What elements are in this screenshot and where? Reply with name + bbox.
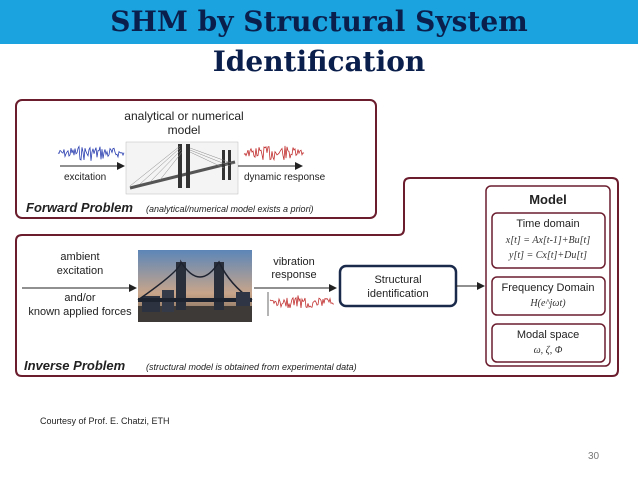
model-box [485,185,611,367]
modal-equation: ω, ζ, Φ [534,345,563,356]
structural-identification-box [338,264,458,308]
andor-label-line1: and/or [64,292,96,304]
time-equation-2: y[t] = Cx[t]+Du[t] [508,250,587,261]
modal-space-label: Modal space [517,329,579,341]
time-domain-label: Time domain [516,218,579,230]
model-label-line2: model [168,123,201,137]
forward-problem-note: (analytical/numerical model exists a pri… [146,204,314,214]
ambient-label-line2: excitation [57,265,103,277]
page-number: 30 [588,451,600,462]
vibration-label-line2: response [271,269,316,281]
forward-problem-box [15,99,377,219]
time-domain-box [491,212,606,269]
andor-label-line2: known applied forces [28,306,132,318]
vibration-label-line1: vibration [273,256,315,268]
dynamic-response-signal [243,145,305,162]
inverse-problem-box [15,177,619,377]
waveform-trace [57,145,125,161]
vibration-response-signal [269,295,334,309]
frequency-domain-box [491,276,606,316]
excitation-signal [57,145,125,161]
slide-title: SHM by Structural System Identification [110,5,528,78]
time-equation-1: x[t] = Ax[t-1]+Bu[t] [505,235,591,246]
structural-identification-line2: identification [367,288,428,300]
model-label-line1: analytical or numerical [124,109,243,123]
forward-problem-title: Forward Problem [26,200,133,215]
title-bar [0,0,638,44]
structural-identification-line1: Structural [374,274,421,286]
courtesy-note: Courtesy of Prof. E. Chatzi, ETH [40,416,170,426]
waveform-trace [243,145,305,162]
inverse-problem-title: Inverse Problem [24,358,126,373]
inverse-problem-note: (structural model is obtained from exper… [146,362,357,372]
modal-space-box [491,323,606,363]
bridge-photo [137,250,253,322]
dynamic-response-label: dynamic response [244,172,326,183]
frequency-domain-label: Frequency Domain [502,282,595,294]
waveform-trace [269,295,334,309]
excitation-label: excitation [64,172,106,183]
model-heading: Model [529,192,567,207]
ambient-label-line1: ambient [60,251,99,263]
frequency-equation: H(e^jωt) [529,298,566,309]
bridge-model-image [125,141,239,195]
